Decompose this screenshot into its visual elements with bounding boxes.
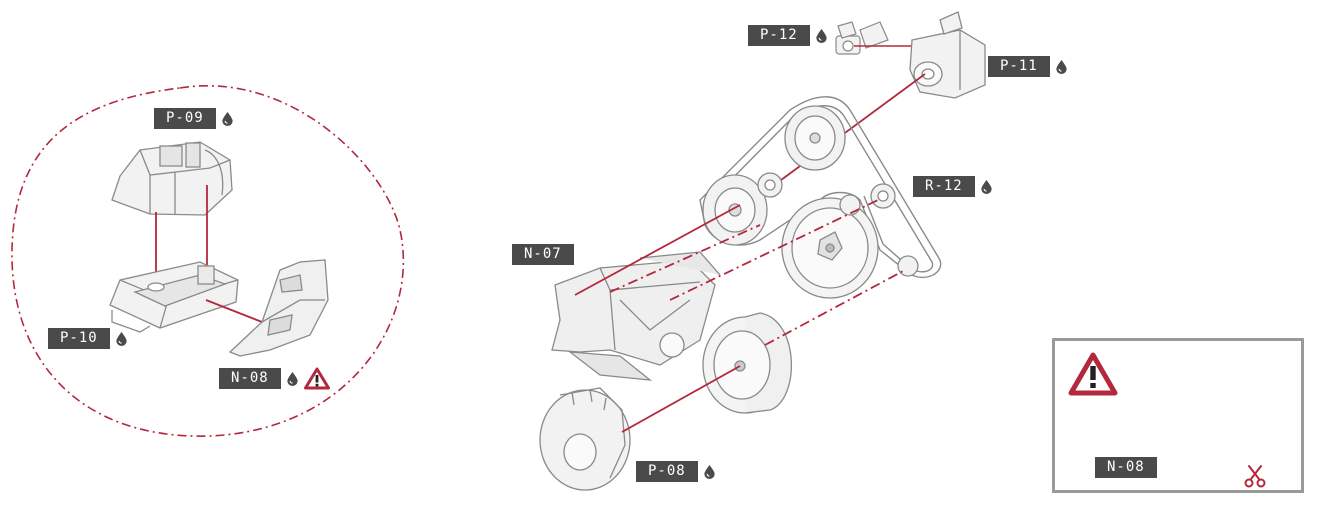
tag-n07: N-07 (512, 244, 574, 265)
warning-triangle-icon (303, 367, 330, 390)
part-p09-drawing (111, 141, 233, 216)
part-p12-drawing (835, 21, 889, 55)
trim-detail-inset: N-08 (1052, 338, 1304, 493)
part-label-p08: P-08 (636, 461, 698, 482)
pulley-left (702, 174, 768, 246)
group-boundary (11, 85, 405, 437)
tag-p11: P-11 (988, 56, 1067, 77)
part-label-n07: N-07 (512, 244, 574, 265)
part-n08-drawing (228, 259, 329, 357)
oil-drop-icon (703, 464, 715, 479)
tag-p12: P-12 (748, 25, 827, 46)
part-label-p09: P-09 (154, 108, 216, 129)
tag-inset-n08: N-08 (1095, 457, 1157, 478)
drum-drawing (702, 312, 793, 414)
tag-r12: R-12 (913, 176, 992, 197)
tag-p08: P-08 (636, 461, 715, 482)
pulley-small (757, 172, 783, 198)
part-label-p10: P-10 (48, 328, 110, 349)
oil-drop-icon (815, 28, 827, 43)
tag-p09: P-09 (154, 108, 233, 129)
oil-drop-icon (1055, 59, 1067, 74)
pulley-top (784, 105, 846, 171)
pulley-large (781, 197, 879, 299)
oil-drop-icon (221, 111, 233, 126)
oil-drop-icon (115, 331, 127, 346)
part-label-p11: P-11 (988, 56, 1050, 77)
oil-drop-icon (980, 179, 992, 194)
part-n07-drawing (551, 251, 721, 381)
tag-n08: N-08 (219, 367, 330, 390)
idler-r12 (839, 183, 919, 277)
part-label-n08: N-08 (219, 368, 281, 389)
part-p10-drawing (109, 261, 239, 333)
warning-triangle-icon (1068, 352, 1118, 396)
part-label-r12: R-12 (913, 176, 975, 197)
part-p11-drawing (909, 11, 986, 99)
oil-drop-icon (286, 371, 298, 386)
part-p08-drawing (539, 387, 631, 491)
part-label-p12: P-12 (748, 25, 810, 46)
scissors-icon (1244, 465, 1266, 488)
part-label-inset-n08: N-08 (1095, 457, 1157, 478)
tag-p10: P-10 (48, 328, 127, 349)
